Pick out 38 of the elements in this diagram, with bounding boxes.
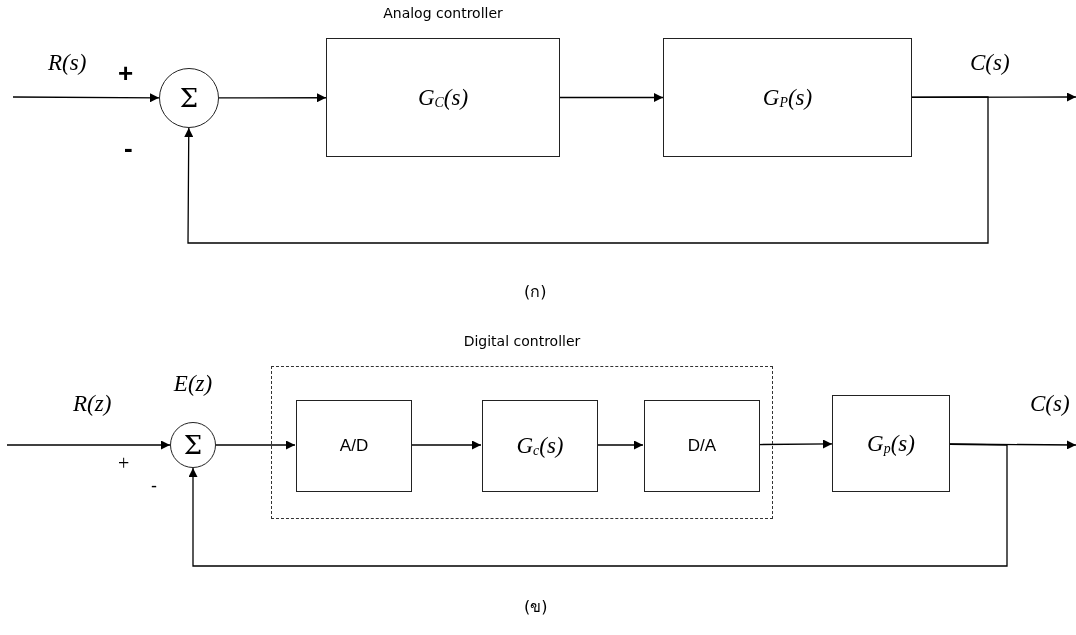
summing-junction [159,68,219,128]
block [832,395,950,492]
minus-sign: - [151,477,157,495]
signal-arrow [218,93,327,103]
transfer-function: G$_{P}$(s) [762,84,813,111]
signal-arrow [215,440,296,450]
transfer-function: G$_{C}$(s) [417,84,469,111]
signal-arrow [596,440,644,450]
group-title: Digital controller [462,333,582,349]
plus-sign: + [118,60,134,86]
signal-label: C(s) [970,50,1010,76]
signal-arrow [6,440,171,450]
sigma-symbol: Σ [183,432,203,458]
signal-label: E(z) [173,371,213,397]
block [482,400,598,492]
signal-arrow [949,440,1076,450]
transfer-function: G$_{c}$(s) [516,433,564,459]
block-label: D/A [687,436,717,456]
signal-arrow [758,439,833,449]
transfer-function: G$_{p}$(s) [867,430,915,457]
block [663,38,912,157]
block [296,400,412,492]
sigma-symbol: Σ [179,85,199,111]
signal-label: C(s) [1030,391,1070,417]
signal-arrow [12,93,160,103]
minus-sign: - [124,135,133,161]
block-label: A/D [339,436,369,456]
signal-arrow [410,440,482,450]
signal-arrow [559,93,664,102]
figure-caption: (ก) [524,282,547,302]
block-caption: Analog controller [383,5,503,21]
signal-label: R(z) [73,391,112,417]
block [644,400,760,492]
signal-arrow [184,96,989,244]
signal-arrow [188,443,1008,567]
plus-sign: + [118,453,130,473]
figure-caption: (ข) [524,597,548,617]
signal-label: R(s) [48,50,87,76]
